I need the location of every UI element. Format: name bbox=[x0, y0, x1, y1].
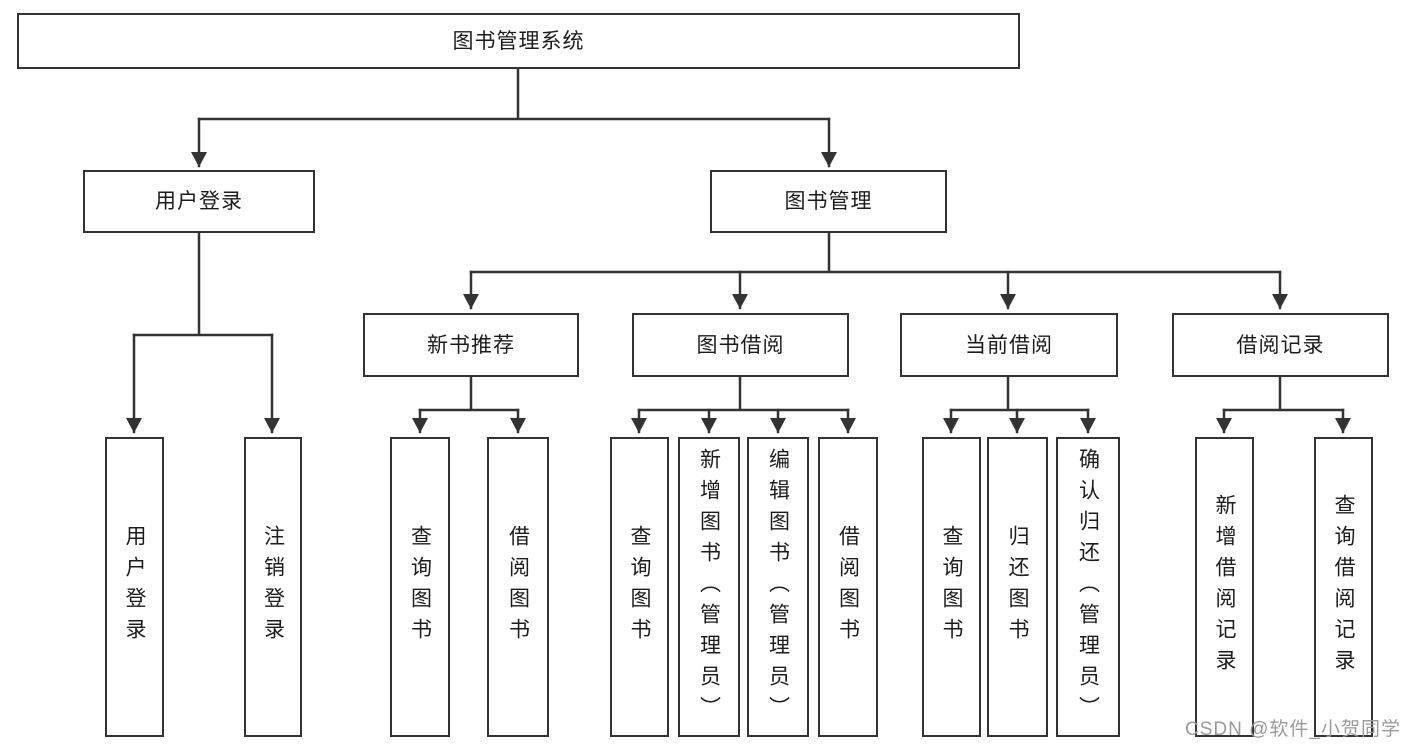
leaf-add-borrow-record: 新增借阅记录 bbox=[1195, 437, 1254, 737]
leaf-borrow-book-recommend: 借阅图书 bbox=[487, 437, 549, 737]
connector-book-management-to-level3 bbox=[463, 231, 1288, 310]
leaf-borrow-book: 借阅图书 bbox=[818, 437, 878, 737]
leaf-query-book-current: 查询图书 bbox=[922, 437, 981, 737]
leaf-add-book-admin: 新增图书（管理员） bbox=[678, 437, 740, 737]
leaf-query-borrow-record: 查询借阅记录 bbox=[1314, 437, 1373, 737]
leaf-return-book: 归还图书 bbox=[987, 437, 1048, 737]
leaf-edit-book-admin: 编辑图书（管理员） bbox=[747, 437, 809, 737]
node-borrow-record: 借阅记录 bbox=[1172, 313, 1389, 377]
watermark-text: CSDN @软件_小贺同学 bbox=[1185, 719, 1401, 740]
node-user-login: 用户登录 bbox=[83, 170, 315, 233]
connector-book-borrow-to-leaves bbox=[631, 375, 856, 434]
leaf-query-book-borrow: 查询图书 bbox=[610, 437, 669, 737]
leaf-query-book-recommend: 查询图书 bbox=[390, 437, 450, 737]
connector-current-borrow-to-leaves bbox=[943, 375, 1096, 434]
node-book-borrow: 图书借阅 bbox=[632, 313, 849, 377]
node-current-borrow: 当前借阅 bbox=[900, 313, 1118, 377]
connector-root-to-level2 bbox=[191, 67, 837, 168]
node-new-book-recommend: 新书推荐 bbox=[363, 313, 579, 377]
leaf-confirm-return-admin: 确认归还（管理员） bbox=[1056, 437, 1120, 737]
leaf-logout: 注销登录 bbox=[244, 437, 302, 737]
node-library-system: 图书管理系统 bbox=[17, 13, 1020, 69]
connector-borrow-record-to-leaves bbox=[1216, 375, 1351, 434]
leaf-user-login: 用户登录 bbox=[105, 437, 164, 737]
connector-new-book-to-leaves bbox=[412, 375, 526, 434]
node-book-management: 图书管理 bbox=[710, 170, 947, 233]
connector-user-login-to-leaves bbox=[126, 231, 280, 434]
